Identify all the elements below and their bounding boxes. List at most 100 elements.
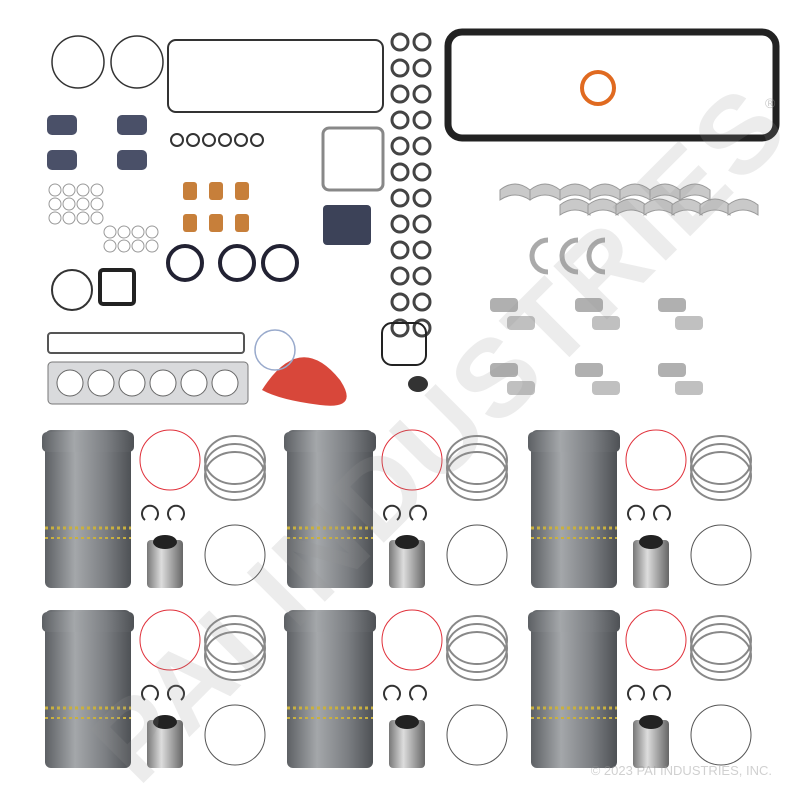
piston-ring — [690, 623, 752, 673]
brass-plug — [209, 214, 223, 232]
small-seal — [48, 197, 62, 211]
small-seal — [131, 239, 145, 253]
piston-pin — [389, 720, 425, 768]
piston-ring — [204, 631, 266, 681]
rod-bearing — [675, 316, 703, 330]
head-gasket-bore — [87, 369, 115, 397]
brass-plug — [235, 182, 249, 200]
cylinder-liner — [531, 430, 617, 588]
rod-bearing — [490, 298, 518, 312]
valve-cover-gasket — [167, 39, 384, 113]
rod-bearing — [658, 363, 686, 377]
cylinder-liner — [287, 610, 373, 768]
manifold-gasket — [47, 332, 245, 354]
gasket — [381, 322, 427, 366]
seal-ring — [390, 84, 410, 104]
liner-flange — [284, 432, 376, 452]
small-seal — [90, 183, 104, 197]
main-bearing — [587, 198, 619, 216]
red-o-ring — [625, 609, 687, 671]
seal-ring — [412, 318, 432, 338]
rod-bearing — [575, 298, 603, 312]
piston-pin — [633, 720, 669, 768]
cylinder-liner — [45, 430, 131, 588]
main-bearing — [679, 183, 711, 201]
snap-ring — [627, 684, 645, 701]
seal-ring — [390, 136, 410, 156]
snap-ring — [141, 684, 159, 701]
main-bearing — [727, 198, 759, 216]
piston-pin-bore — [153, 535, 177, 549]
seal-ring — [412, 266, 432, 286]
red-o-ring — [381, 609, 443, 671]
seal-ring-large — [204, 524, 266, 586]
rod-bearing — [507, 381, 535, 395]
piston-ring — [690, 615, 752, 665]
piston-pin — [633, 540, 669, 588]
thrust-washer — [529, 237, 549, 275]
seal-ring — [412, 58, 432, 78]
seal-ring — [390, 162, 410, 182]
thrust-washer — [586, 237, 606, 275]
piston-ring — [446, 623, 508, 673]
rod-bearing — [592, 381, 620, 395]
piston-ring — [690, 443, 752, 493]
piston-ring — [690, 631, 752, 681]
brass-plug — [209, 182, 223, 200]
piston-ring — [204, 615, 266, 665]
small-seal — [131, 225, 145, 239]
flange-gasket — [166, 244, 204, 282]
seal-ring — [412, 84, 432, 104]
piston-ring — [690, 451, 752, 501]
o-ring — [110, 35, 164, 89]
main-bearing — [615, 198, 647, 216]
head-gasket-bore — [118, 369, 146, 397]
seal-ring — [234, 133, 248, 147]
piston-pin-bore — [639, 535, 663, 549]
small-seal — [48, 211, 62, 225]
small-seal — [76, 211, 90, 225]
small-seal — [76, 197, 90, 211]
small-seal — [90, 197, 104, 211]
seal-ring — [390, 214, 410, 234]
seal-ring — [390, 110, 410, 130]
seal-ring-large — [690, 704, 752, 766]
piston-ring — [204, 623, 266, 673]
silicone-tube — [262, 357, 347, 406]
piston-pin — [147, 720, 183, 768]
piston-pin — [389, 540, 425, 588]
red-o-ring — [381, 429, 443, 491]
rod-bearing — [675, 381, 703, 395]
seal-ring — [412, 292, 432, 312]
oil-pan-gasket — [444, 28, 780, 142]
small-seal — [117, 225, 131, 239]
liner-flange — [528, 432, 620, 452]
piston-ring — [690, 435, 752, 485]
brass-plug — [183, 182, 197, 200]
seal-ring — [186, 133, 200, 147]
piston-ring — [446, 435, 508, 485]
piston-ring — [204, 443, 266, 493]
seal-ring — [390, 266, 410, 286]
o-ring — [51, 269, 93, 311]
seal-ring — [412, 214, 432, 234]
o-ring — [254, 329, 296, 371]
piston-pin-bore — [395, 535, 419, 549]
seal-ring — [202, 133, 216, 147]
oil-ring — [580, 70, 616, 106]
main-bearing — [499, 183, 531, 201]
small-seal — [103, 239, 117, 253]
seal-ring — [412, 32, 432, 52]
piston-ring — [446, 451, 508, 501]
seal-ring — [250, 133, 264, 147]
seal-ring — [390, 32, 410, 52]
snap-ring — [409, 684, 427, 701]
seal-ring — [390, 292, 410, 312]
rod-bearing — [658, 298, 686, 312]
cylinder-liner — [531, 610, 617, 768]
small-seal — [62, 211, 76, 225]
head-gasket-bore — [180, 369, 208, 397]
red-o-ring — [139, 429, 201, 491]
cylinder-liner — [45, 610, 131, 768]
